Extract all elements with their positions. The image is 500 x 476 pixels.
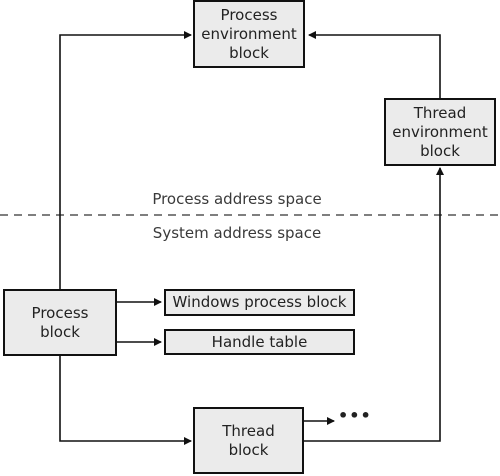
process-environment-block-node: Process environment block (193, 0, 305, 68)
handle-table-label: Handle table (211, 332, 308, 351)
windows-process-block-node: Windows process block (164, 289, 355, 316)
arrow-teb-to-peb (308, 31, 441, 98)
arrow-process-block-to-peb (59, 31, 192, 289)
windows-process-block-label: Windows process block (172, 293, 347, 311)
handle-table-node: Handle table (164, 329, 355, 355)
thread-environment-block-label: Thread environment block (392, 103, 488, 160)
thread-block-node: Thread block (193, 407, 304, 474)
process-environment-block-label: Process environment block (201, 5, 297, 62)
thread-environment-block-node: Thread environment block (384, 98, 496, 166)
thread-block-label: Thread block (222, 421, 275, 459)
arrow-process-block-to-thread-block (59, 356, 192, 445)
process-block-label: Process block (31, 303, 89, 341)
process-address-space-label: Process address space (152, 190, 322, 208)
arrow-thread-block-to-teb (304, 167, 444, 442)
system-address-space-label: System address space (152, 224, 322, 242)
process-block-node: Process block (3, 289, 117, 356)
more-threads-ellipsis: ••• (338, 406, 372, 425)
